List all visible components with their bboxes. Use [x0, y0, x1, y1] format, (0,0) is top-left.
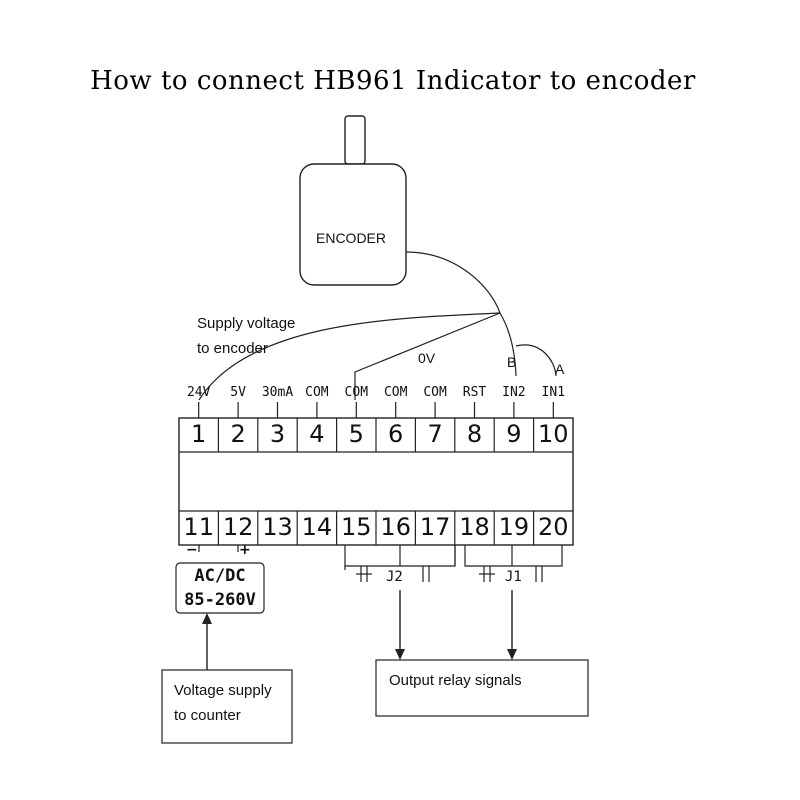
relay-j1-label: J1 [505, 569, 522, 585]
terminal-number: 18 [459, 513, 490, 541]
terminal-function-label: 5V [230, 385, 246, 400]
terminal-number: 12 [222, 513, 254, 541]
terminal-function-label: COM [305, 385, 329, 400]
voltage-supply-line1: Voltage supply [174, 682, 272, 699]
wire-0v [354, 312, 501, 400]
encoder-label: ENCODER [316, 230, 387, 246]
terminal-number: 5 [348, 420, 364, 448]
wire-b [499, 312, 517, 377]
relay-j2-label: J2 [386, 569, 403, 585]
terminal-number: 14 [301, 513, 333, 541]
voltage-supply-line2: to counter [174, 707, 241, 724]
terminal-number: 9 [506, 420, 522, 448]
power-input-box [175, 562, 265, 614]
terminal-function-label: COM [423, 385, 447, 400]
terminal-number: 6 [388, 420, 404, 448]
terminal-function-label: IN2 [502, 385, 526, 400]
terminal-number: 13 [262, 513, 293, 541]
supply-voltage-label: Supply voltage [197, 315, 296, 332]
terminal-number: 17 [419, 513, 451, 541]
encoder-shaft [344, 115, 366, 165]
diagram-title: How to connect HB961 Indicator to encode… [90, 66, 696, 96]
minus-sign: − [186, 542, 198, 558]
plus-sign: + [239, 542, 251, 558]
voltage-supply-box [161, 669, 293, 744]
voltage-range-label: 85-260V [184, 590, 256, 610]
terminal-number: 19 [498, 513, 530, 541]
terminal-number: 4 [309, 420, 325, 448]
zero-volt-label: 0V [418, 350, 436, 366]
terminal-number: 7 [427, 420, 443, 448]
terminal-function-label: 30mA [261, 385, 294, 400]
b-phase-label: B [507, 354, 517, 370]
terminal-function-label: IN1 [541, 385, 566, 400]
terminal-function-label: COM [344, 385, 369, 400]
terminal-number: 20 [538, 513, 569, 541]
terminal-number: 1 [191, 420, 207, 448]
a-phase-label: A [555, 361, 565, 377]
terminal-number: 8 [466, 420, 483, 448]
wire-supply [198, 312, 501, 401]
terminal-number: 2 [230, 420, 246, 448]
terminal-function-label: COM [383, 385, 408, 400]
terminal-number: 15 [341, 513, 372, 541]
terminal-number: 10 [538, 420, 569, 448]
to-encoder-label: to encoder [197, 340, 268, 357]
terminal-function-label: RST [462, 385, 487, 400]
terminal-number: 3 [269, 420, 286, 448]
wire-a [515, 344, 557, 377]
terminal-number: 16 [380, 513, 411, 541]
output-relay-label: Output relay signals [389, 672, 522, 689]
terminal-number: 11 [183, 513, 214, 541]
terminal-function-label: 24V [186, 385, 211, 400]
output-relay-box [375, 659, 589, 717]
encoder-body [299, 163, 407, 286]
ac-dc-label: AC/DC [194, 566, 246, 586]
encoder-cable [405, 251, 501, 314]
